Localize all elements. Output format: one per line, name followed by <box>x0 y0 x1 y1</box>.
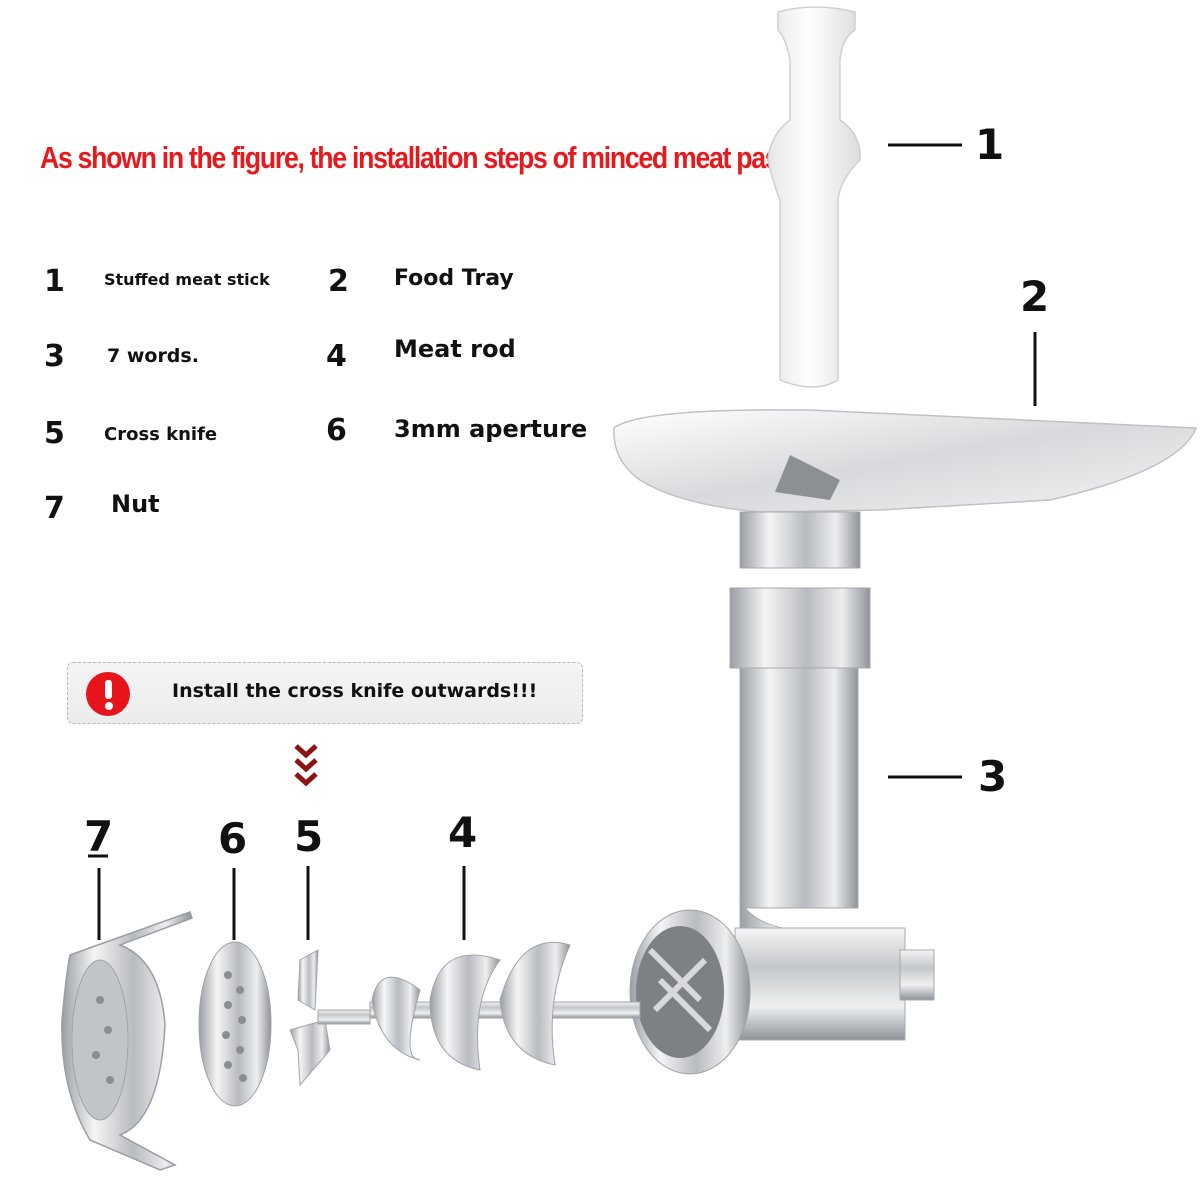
callout-1: 1 <box>975 120 1005 169</box>
legend-label-2: Food Tray <box>394 266 514 291</box>
warning-banner: Install the cross knife outwards!!! <box>67 662 583 724</box>
legend-num-6: 6 <box>326 413 347 448</box>
callout-4: 4 <box>448 808 478 857</box>
legend-num-4: 4 <box>326 339 347 374</box>
legend-num-7: 7 <box>44 491 65 526</box>
legend-label-3: 7 words. <box>107 345 199 367</box>
callout-3: 3 <box>978 752 1008 801</box>
legend-label-4: Meat rod <box>394 335 516 363</box>
grinder-body <box>629 587 935 1075</box>
exclamation-circle-icon <box>86 672 130 716</box>
ring-nut <box>61 911 193 1171</box>
callout-7: 7 <box>84 812 114 861</box>
callout-5: 5 <box>294 812 324 861</box>
legend-num-2: 2 <box>328 264 349 299</box>
leader-lines <box>88 143 1037 940</box>
page-title: As shown in the figure, the installation… <box>40 140 793 175</box>
aperture-plate <box>198 941 272 1107</box>
warning-text: Install the cross knife outwards!!! <box>172 680 538 702</box>
legend-label-7: Nut <box>111 490 160 518</box>
callout-2: 2 <box>1020 272 1050 321</box>
legend-label-5: Cross knife <box>104 424 218 445</box>
cross-knife <box>289 949 371 1087</box>
legend-label-1: Stuffed meat stick <box>104 270 270 289</box>
down-chevrons-icon <box>294 744 318 787</box>
legend-num-5: 5 <box>44 416 65 451</box>
pusher-stick <box>767 6 861 388</box>
auger <box>369 941 641 1071</box>
callout-6: 6 <box>218 814 248 863</box>
legend-label-6: 3mm aperture <box>394 415 588 443</box>
legend-num-3: 3 <box>44 339 65 374</box>
legend-num-1: 1 <box>44 264 65 299</box>
food-tray <box>613 409 1198 569</box>
